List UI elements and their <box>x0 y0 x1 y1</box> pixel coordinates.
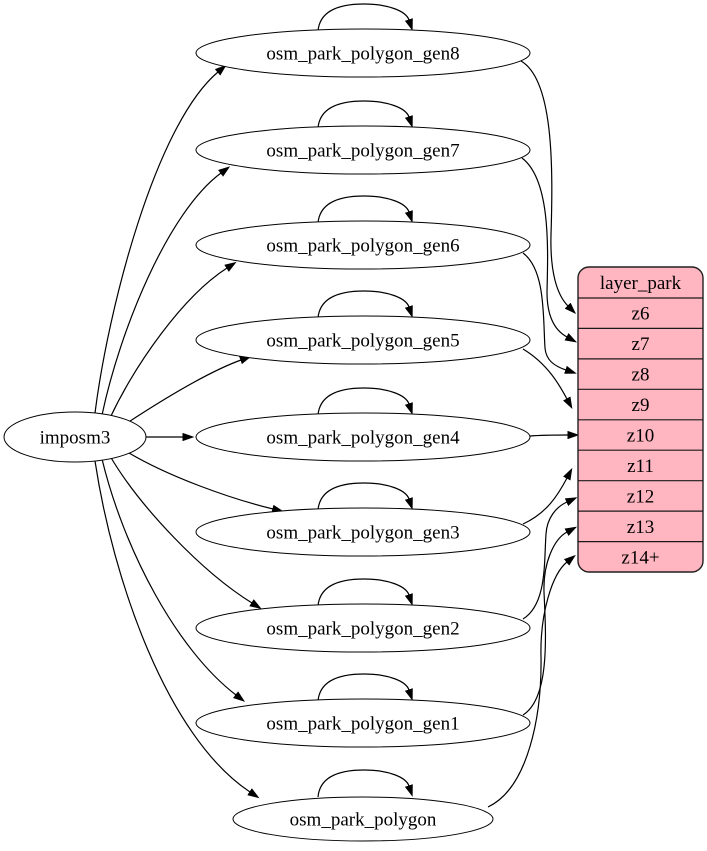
self-loop-gen2 <box>317 578 413 607</box>
gen7-label: osm_park_polygon_gen7 <box>266 141 459 162</box>
gen1-label: osm_park_polygon_gen1 <box>266 714 459 735</box>
osm-park-polygon-label: osm_park_polygon <box>290 810 437 831</box>
edge-gen7-to-z7 <box>521 157 578 343</box>
self-loop-gen8 <box>317 3 413 32</box>
layer-row-z10: z10 <box>627 426 654 447</box>
self-loop-gen7 <box>317 100 413 129</box>
layer-row-z11: z11 <box>627 456 654 477</box>
layer-row-z13: z13 <box>627 517 654 538</box>
self-loop-gen3 <box>317 482 413 511</box>
gen3-label: osm_park_polygon_gen3 <box>266 523 459 544</box>
edge-gen5-to-z9 <box>522 348 573 410</box>
edge-gen1-to-z13 <box>522 526 578 716</box>
gen1-ellipse <box>195 698 531 748</box>
layer-park-table: layer_park z6 z7 z8 z9 z10 z11 z12 z13 z… <box>577 266 704 573</box>
self-loop-gen4 <box>317 387 413 416</box>
node-osm-park-polygon-gen7: osm_park_polygon_gen7 <box>195 125 531 175</box>
gen6-label: osm_park_polygon_gen6 <box>266 236 459 257</box>
gen8-ellipse <box>195 28 531 78</box>
layer-park-title: layer_park <box>600 273 682 294</box>
edge-imposm3-to-osm-park-polygon <box>94 460 260 799</box>
layer-row-z12: z12 <box>627 487 654 508</box>
self-loop-edges <box>317 3 413 798</box>
edge-imposm3-to-gen3 <box>123 449 285 513</box>
edge-imposm3-to-gen2 <box>109 455 262 610</box>
gen4-label: osm_park_polygon_gen4 <box>266 428 460 449</box>
node-osm-park-polygon-gen4: osm_park_polygon_gen4 <box>195 412 531 462</box>
edge-imposm3-to-gen8 <box>94 64 227 414</box>
node-osm-park-polygon: osm_park_polygon <box>232 796 494 842</box>
osm-park-polygon-ellipse <box>232 796 494 842</box>
self-loop-gen5 <box>317 290 413 319</box>
imposm3-ellipse <box>3 411 147 463</box>
edge-gen6-to-z8 <box>522 252 577 374</box>
node-osm-park-polygon-gen8: osm_park_polygon_gen8 <box>195 28 531 78</box>
layer-row-z6: z6 <box>632 304 650 325</box>
layer-row-z8: z8 <box>632 365 650 386</box>
edges-to-layer-park <box>487 60 580 808</box>
node-osm-park-polygon-gen1: osm_park_polygon_gen1 <box>195 698 531 748</box>
edge-imposm3-to-gen7 <box>101 166 231 416</box>
gen8-label: osm_park_polygon_gen8 <box>266 44 459 65</box>
gen2-ellipse <box>195 603 531 653</box>
layer-row-z14: z14+ <box>621 548 659 569</box>
edges-from-imposm3 <box>94 64 285 799</box>
node-osm-park-polygon-gen5: osm_park_polygon_gen5 <box>195 315 531 365</box>
gen2-label: osm_park_polygon_gen2 <box>266 619 459 640</box>
self-loop-gen6 <box>317 195 413 224</box>
gen4-ellipse <box>195 412 531 462</box>
self-loop-gen1 <box>317 673 413 702</box>
node-osm-park-polygon-gen3: osm_park_polygon_gen3 <box>195 507 531 557</box>
gen5-label: osm_park_polygon_gen5 <box>266 331 459 352</box>
edge-gen2-to-z12 <box>522 497 578 620</box>
gen7-ellipse <box>195 125 531 175</box>
edge-imposm3-to-gen1 <box>101 458 246 702</box>
layer-row-z7: z7 <box>632 334 650 355</box>
gen6-ellipse <box>195 220 531 270</box>
edge-osm-park-polygon-to-z14 <box>487 554 576 808</box>
gen3-ellipse <box>195 507 531 557</box>
imposm3-label: imposm3 <box>40 428 111 449</box>
gen5-ellipse <box>195 315 531 365</box>
node-osm-park-polygon-gen2: osm_park_polygon_gen2 <box>195 603 531 653</box>
node-osm-park-polygon-gen6: osm_park_polygon_gen6 <box>195 220 531 270</box>
edge-imposm3-to-gen5 <box>123 356 252 426</box>
node-imposm3: imposm3 <box>3 411 147 463</box>
edge-imposm3-to-gen6 <box>109 261 237 419</box>
layer-row-z9: z9 <box>632 395 650 416</box>
edge-gen3-to-z11 <box>522 467 573 525</box>
edge-gen4-to-z10 <box>529 430 580 440</box>
edge-gen8-to-z6 <box>520 60 577 315</box>
self-loop-osm-park-polygon <box>317 769 413 798</box>
